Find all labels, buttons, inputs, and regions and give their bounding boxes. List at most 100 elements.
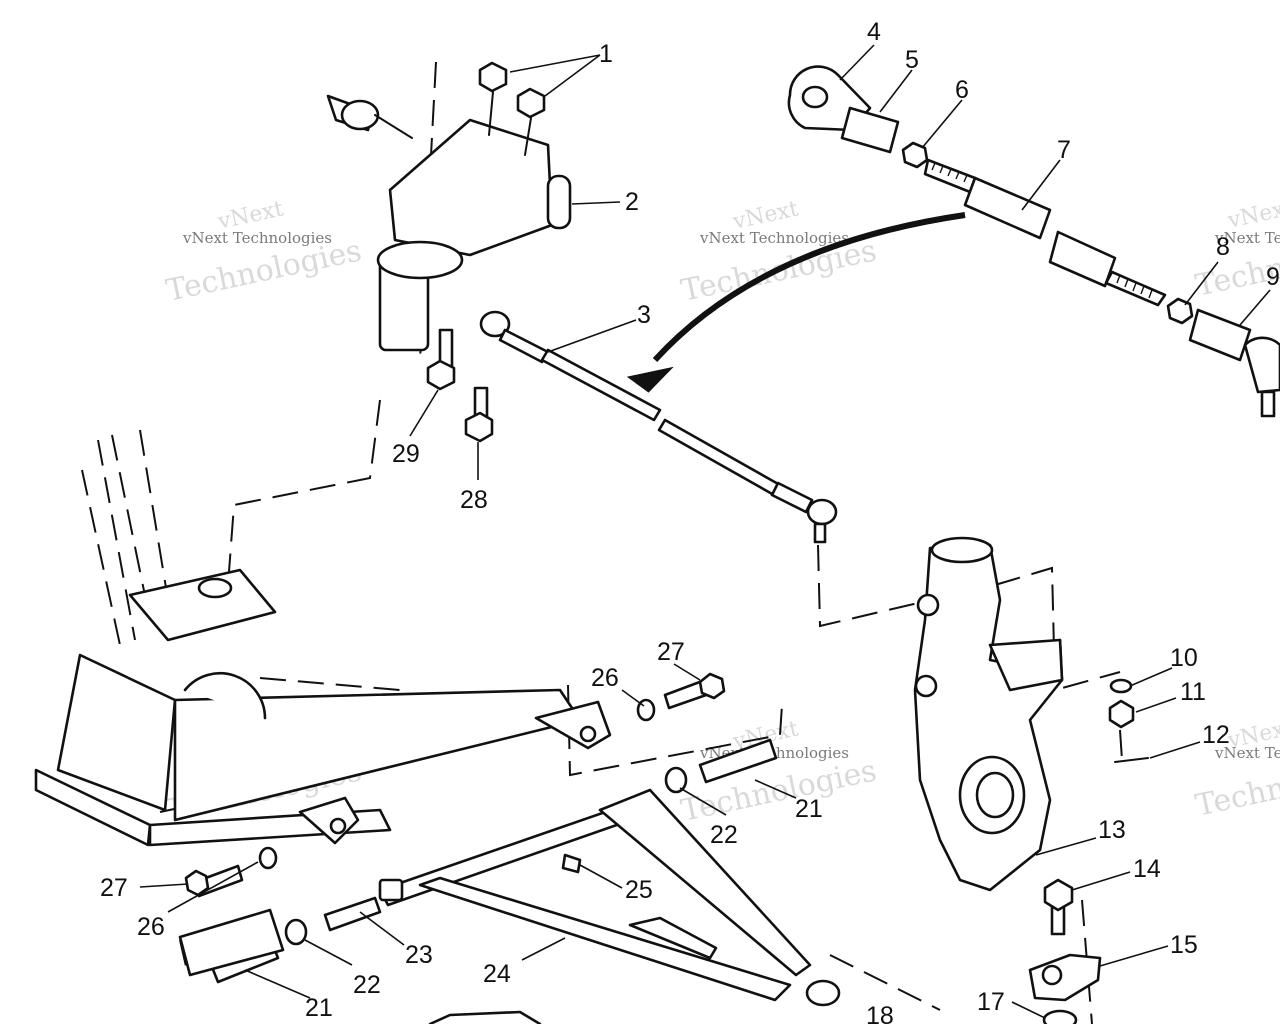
leader-21b: [754, 779, 797, 799]
leader-10: [1129, 667, 1173, 687]
stud-line: [488, 91, 532, 156]
callout-2: 2: [625, 188, 639, 216]
a-arm-lower-tube: [418, 876, 792, 1002]
callout-labels: 1 2 3 4 5 6 7 8 9 10 11 12 13 14 15 17 1…: [100, 18, 1280, 1024]
nut-hex: [516, 87, 546, 119]
frame-rail: [173, 688, 582, 822]
bolt-head: [1043, 878, 1074, 912]
callout-21b: 21: [795, 795, 823, 823]
adjustable-rod-detail: [787, 65, 1280, 418]
spindle-top: [930, 536, 994, 564]
frame-plate: [56, 653, 177, 812]
callout-11: 11: [1180, 678, 1206, 706]
callout-8: 8: [1216, 233, 1230, 261]
a-arm-diagonal-tube: [598, 788, 812, 977]
washer: [1109, 678, 1133, 694]
arm-pin: [546, 174, 572, 230]
bolt-head: [698, 672, 726, 700]
frame-section: [34, 568, 612, 847]
hardware-10-11-12: [1108, 678, 1149, 763]
tie-rod-end: [806, 498, 838, 526]
dash-line: [1119, 729, 1123, 761]
adjuster-tube: [963, 176, 1052, 240]
direction-arrow: [626, 212, 966, 393]
leader-27b: [139, 883, 189, 888]
leader-8: [1184, 261, 1219, 306]
castle-nut: [1108, 699, 1135, 729]
steering-post-assembly: [326, 61, 572, 352]
frame-cutout: [183, 672, 267, 720]
leader-15: [1099, 945, 1169, 967]
bracket-hole: [579, 725, 597, 743]
bolts-28-29: [426, 328, 494, 443]
cotter-pin: [1114, 757, 1149, 763]
leader-1: [509, 54, 601, 97]
leader-12: [1149, 741, 1201, 759]
callout-26b: 26: [137, 913, 165, 941]
tie-rod-stud: [813, 522, 827, 544]
callout-10: 10: [1170, 644, 1198, 672]
callout-29: 29: [392, 440, 420, 468]
leader-pointer: [374, 114, 413, 139]
leader-6: [921, 99, 963, 149]
leader-7: [1021, 159, 1061, 211]
arrow-curve: [652, 212, 966, 363]
post-collar: [376, 240, 464, 280]
frame-mount-plate: [128, 568, 277, 642]
rod-end-housing: [1243, 336, 1280, 394]
adjuster-tube: [1048, 230, 1117, 288]
dash-line: [817, 544, 919, 628]
leader-23: [359, 911, 405, 946]
spindle-body: [913, 543, 1064, 892]
callout-27a: 27: [657, 638, 685, 666]
callout-17: 17: [977, 988, 1005, 1016]
steering-arm: [988, 638, 1064, 692]
callout-14: 14: [1133, 855, 1161, 883]
leader-29: [409, 389, 439, 437]
watermark-tagline: vNext Technologies: [182, 229, 332, 247]
callout-26a: 26: [591, 664, 619, 692]
leader-5: [879, 69, 913, 113]
callout-1: 1: [599, 40, 613, 68]
leader-13: [1035, 837, 1097, 856]
plate-hole: [1041, 964, 1063, 986]
leader-3: [547, 319, 637, 353]
mount-hole: [197, 577, 233, 599]
a-arm-assembly: [178, 738, 841, 1007]
leader-25: [579, 864, 623, 889]
dash-line: [81, 429, 169, 646]
spindle-assembly: [913, 536, 1064, 892]
washer: [258, 846, 278, 870]
grease-cap: [1042, 1009, 1078, 1024]
dash-line: [994, 566, 1121, 692]
leader-24: [521, 937, 566, 961]
callout-27b: 27: [100, 874, 128, 902]
washer: [664, 766, 688, 794]
grease-fitting: [561, 853, 582, 874]
leader-4: [839, 44, 875, 81]
watermark-tagline: vNext Technologies: [699, 229, 849, 247]
callout-23: 23: [405, 941, 433, 969]
leader-2: [571, 201, 621, 205]
a-arm-plate: [628, 916, 718, 960]
tie-rod-jam: [498, 328, 550, 364]
spindle-boss: [914, 674, 938, 698]
arrow-head-icon: [626, 366, 674, 393]
rod-end-stud: [1260, 390, 1276, 418]
hardware-14-15-17: [1028, 878, 1102, 1024]
leader-21a: [244, 969, 311, 999]
leader-14: [1071, 871, 1131, 891]
pivot-tube: [323, 896, 382, 932]
bolts-26-27: [184, 672, 726, 898]
tie-rod-assembly: [479, 310, 838, 544]
rod-end-eye: [340, 99, 380, 131]
rod-sleeve: [1188, 308, 1252, 362]
thread-marks: [1116, 274, 1153, 299]
lower-bracket: [428, 1010, 542, 1024]
bolt-head: [464, 411, 494, 443]
bushing-outline: [178, 908, 285, 977]
bracket-hole: [329, 817, 347, 835]
watermark-tagline: vNext Technologies: [1214, 229, 1280, 247]
tie-rod-end: [479, 310, 511, 338]
callout-22a: 22: [353, 971, 381, 999]
